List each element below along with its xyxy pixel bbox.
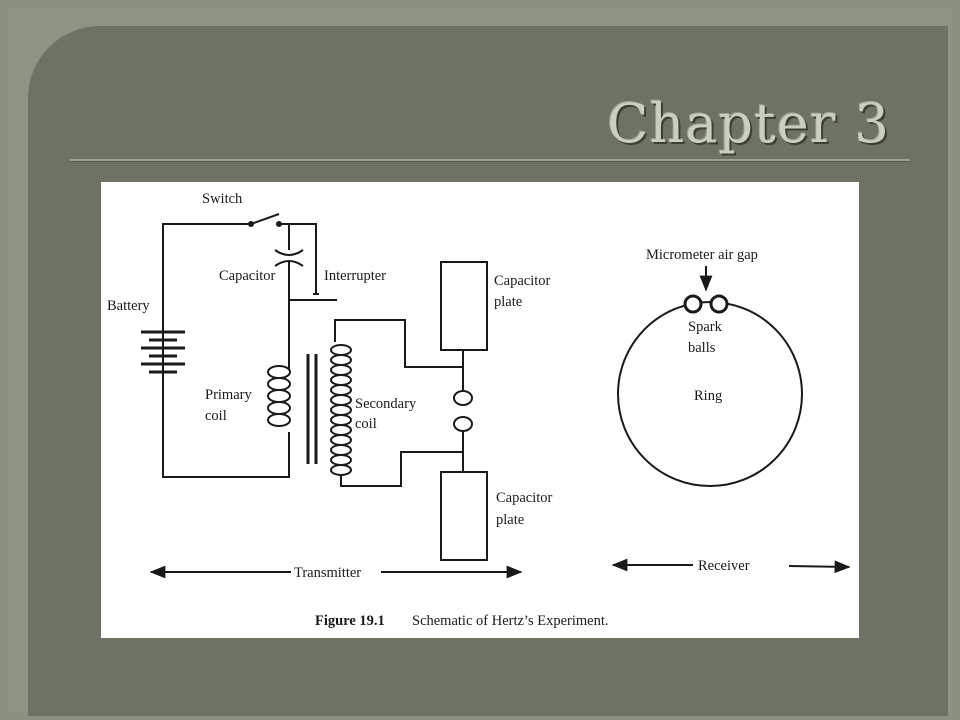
figure-caption-number: Figure 19.1 — [315, 613, 385, 629]
switch-icon — [248, 213, 289, 227]
label-primary-coil-line1: Primary — [205, 387, 252, 403]
label-receiver: Receiver — [698, 558, 750, 574]
figure-caption-text: Schematic of Hertz’s Experiment. — [412, 613, 609, 629]
left-loop-wire — [162, 223, 290, 478]
primary-coil-icon — [267, 362, 291, 427]
label-capacitor: Capacitor — [219, 268, 276, 284]
title-divider — [70, 159, 910, 161]
interrupter-icon — [289, 223, 337, 301]
schematic-diagram: Switch Capacitor Interrupter Battery Pri… — [107, 191, 851, 629]
capacitor-icon — [274, 249, 304, 267]
label-spark-balls-line1: Spark — [688, 319, 723, 335]
label-transmitter: Transmitter — [294, 565, 361, 581]
slide-title: Chapter 3 — [607, 92, 890, 155]
label-battery: Battery — [107, 298, 150, 314]
label-switch: Switch — [202, 191, 243, 207]
capacitor-plate-bottom — [440, 471, 488, 561]
label-capacitor-plate-top-line1: Capacitor — [494, 273, 551, 289]
transmitter-spark-gap-icon — [453, 390, 473, 432]
secondary-bottom-wire — [340, 432, 464, 487]
label-secondary-coil-line1: Secondary — [355, 396, 417, 412]
label-capacitor-plate-bottom-line1: Capacitor — [496, 490, 553, 506]
receiver-arrow-right — [788, 560, 851, 574]
label-capacitor-plate-bottom-line2: plate — [496, 512, 524, 528]
iron-core-icon — [306, 354, 318, 464]
label-capacitor-plate-top-line2: plate — [494, 294, 522, 310]
label-micrometer-air-gap: Micrometer air gap — [646, 247, 758, 263]
label-ring: Ring — [694, 388, 722, 404]
hertz-experiment-figure: Switch Capacitor Interrupter Battery Pri… — [101, 182, 859, 638]
secondary-top-wire — [334, 319, 464, 390]
label-secondary-coil-line2: coil — [355, 416, 377, 432]
transmitter-circuit — [141, 213, 488, 561]
capacitor-plate-top — [440, 261, 488, 351]
receiver-ring — [617, 266, 803, 487]
secondary-coil-icon — [330, 344, 352, 476]
label-primary-coil-line2: coil — [205, 408, 227, 424]
label-interrupter: Interrupter — [324, 268, 386, 284]
receiver-spark-balls-icon — [683, 294, 729, 314]
battery-icon — [141, 330, 185, 374]
label-spark-balls-line2: balls — [688, 340, 716, 356]
